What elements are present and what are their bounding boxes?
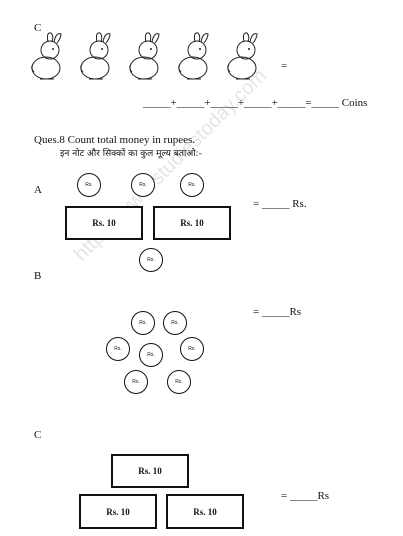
note-label: Rs. 10 — [138, 466, 162, 476]
rabbit-image — [31, 32, 62, 80]
note-rs10: Rs. 10 — [166, 494, 244, 529]
note-label: Rs. 10 — [193, 506, 217, 517]
coin-label: Rs. — [188, 346, 196, 352]
coin: Rs. — [124, 370, 148, 394]
coin-label: Rs. — [147, 257, 155, 263]
coin: Rs. — [163, 311, 187, 335]
coin-label: Rs. — [85, 182, 93, 188]
note-rs10: Rs. 10 — [111, 454, 189, 488]
coin: Rs. — [131, 173, 155, 197]
coin-label: Rs. — [188, 182, 196, 188]
coin-label: Rs. — [147, 352, 155, 358]
question-title: Ques.8 Count total money in rupees. — [34, 134, 196, 146]
note-rs10: Rs. 10 — [79, 494, 157, 529]
coin-label: Rs. — [139, 182, 147, 188]
note-label: Rs. 10 — [92, 218, 116, 228]
coin: Rs. — [139, 343, 163, 367]
coin-label: Rs. — [139, 320, 147, 326]
coin: Rs. — [167, 370, 191, 394]
part-a-label: A — [34, 184, 42, 196]
part-c-label: C — [34, 429, 42, 441]
coin: Rs. — [131, 311, 155, 335]
question-hindi: इन नोट और सिक्कों का कुल मूल्य बताओ:- — [60, 149, 202, 159]
part-b-label: B — [34, 270, 42, 282]
coins-sum-line: _____+_____+_____+_____+_____=_____ Coin… — [143, 97, 368, 109]
note-label: Rs. 10 — [106, 506, 130, 517]
part-a-answer: = _____ Rs. — [253, 198, 307, 210]
section-c-label: C — [34, 22, 42, 34]
coin-label: Rs. — [175, 379, 183, 385]
coin: Rs. — [77, 173, 101, 197]
note-rs10: Rs. 10 — [65, 206, 143, 240]
coin-label: Rs. — [114, 346, 122, 352]
note-rs10: Rs. 10 — [153, 206, 231, 240]
equals-sign: = — [281, 60, 288, 72]
rabbit-image — [80, 32, 111, 80]
part-b-answer: = _____Rs — [253, 306, 302, 318]
part-c-answer: = _____Rs — [281, 490, 330, 502]
rabbit-image — [178, 32, 209, 80]
coin: Rs. — [180, 173, 204, 197]
rabbit-image — [129, 32, 160, 80]
coin: Rs. — [139, 248, 163, 272]
coin: Rs. — [106, 337, 130, 361]
note-label: Rs. 10 — [180, 218, 204, 228]
rabbit-image — [227, 32, 258, 80]
coin-label: Rs. — [171, 320, 179, 326]
coin: Rs. — [180, 337, 204, 361]
coin-label: Rs. — [132, 379, 140, 385]
